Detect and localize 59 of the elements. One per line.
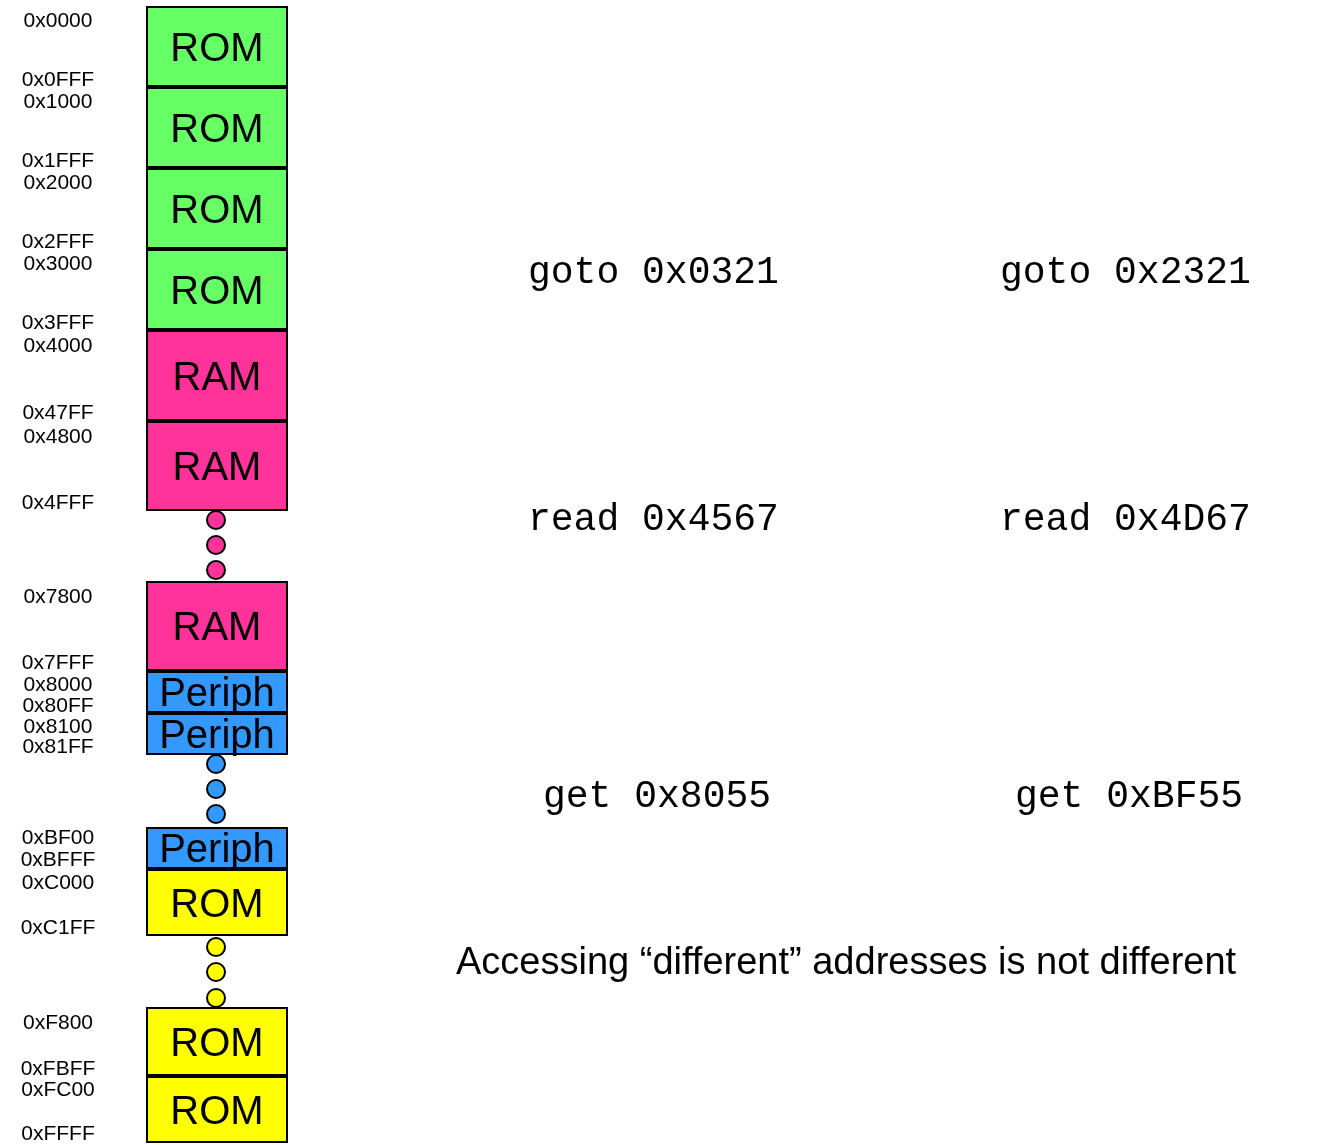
memory-block: [146, 713, 288, 755]
address-label: 0x0FFF: [20, 68, 96, 89]
block-label: ROM: [170, 882, 264, 923]
address-label: 0x8000: [22, 673, 94, 694]
block-label: ROM: [170, 107, 264, 148]
address-label: 0x7800: [22, 585, 94, 606]
block-label: Periph: [159, 828, 275, 868]
memory-block: [146, 869, 288, 936]
memory-block: [146, 827, 288, 869]
address-label: 0x4000: [22, 334, 94, 355]
address-label: 0x80FF: [21, 694, 95, 715]
code-line: goto 0x2321: [1000, 253, 1251, 293]
address-label: 0xC1FF: [19, 916, 97, 937]
address-label: 0x7FFF: [20, 651, 96, 672]
memory-block: [146, 249, 288, 330]
address-label: 0x8100: [22, 715, 94, 736]
block-label: ROM: [170, 1089, 264, 1130]
block-label: RAM: [172, 355, 262, 396]
memory-block: [146, 581, 288, 671]
address-label: 0x0000: [22, 9, 94, 30]
block-label: ROM: [170, 26, 264, 67]
address-label: 0xFFFF: [20, 1122, 96, 1143]
address-label: 0x47FF: [21, 401, 95, 422]
address-label: 0xBFFF: [19, 848, 97, 869]
note-text: Accessing “different” addresses is not different: [456, 940, 1237, 982]
code-line: get 0xBF55: [1015, 777, 1244, 817]
memory-block: [146, 168, 288, 249]
address-label: 0x3FFF: [20, 311, 96, 332]
address-label: 0x3000: [22, 252, 94, 273]
memory-block: [146, 671, 288, 713]
address-label: 0x2FFF: [20, 230, 96, 251]
address-label: 0x81FF: [21, 735, 95, 756]
memory-block: [146, 330, 288, 421]
address-label: 0x1FFF: [20, 149, 96, 170]
memory-block: [146, 6, 288, 87]
code-line: read 0x4D67: [1000, 500, 1251, 540]
address-label: 0xBF00: [20, 826, 96, 847]
block-label: ROM: [170, 188, 264, 229]
code-line: goto 0x0321: [528, 253, 779, 293]
address-label: 0x4800: [22, 425, 94, 446]
address-label: 0x1000: [22, 90, 94, 111]
block-label: ROM: [170, 269, 264, 310]
address-label: 0x2000: [22, 171, 94, 192]
block-label: RAM: [172, 606, 262, 646]
code-line: get 0x8055: [543, 777, 772, 817]
address-label: 0xFBFF: [19, 1057, 97, 1078]
address-label: 0xFC00: [20, 1078, 96, 1099]
memory-block: [146, 421, 288, 511]
memory-block: [146, 87, 288, 168]
code-line: read 0x4567: [528, 500, 779, 540]
block-label: Periph: [159, 714, 275, 754]
address-label: 0xF800: [21, 1011, 94, 1032]
block-label: Periph: [159, 672, 275, 712]
address-label: 0xC000: [20, 871, 96, 892]
address-label: 0x4FFF: [20, 491, 96, 512]
block-label: ROM: [170, 1021, 264, 1062]
block-label: RAM: [172, 446, 262, 486]
memory-block: [146, 1076, 288, 1143]
memory-block: [146, 1007, 288, 1076]
